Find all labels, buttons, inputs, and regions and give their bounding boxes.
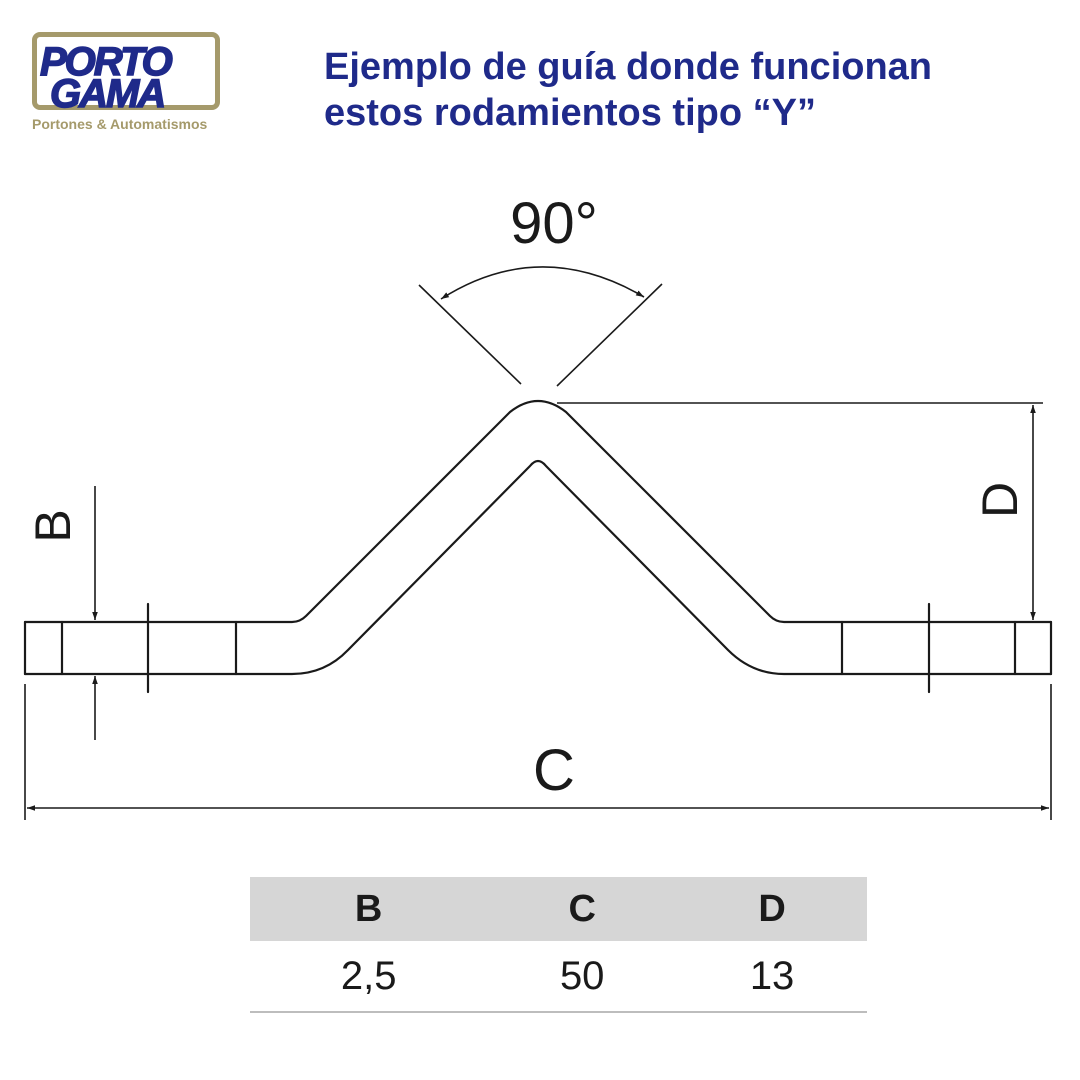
page-title: Ejemplo de guía donde funcionan estos ro…: [324, 44, 1064, 136]
title-line-1: Ejemplo de guía donde funcionan: [324, 46, 933, 88]
logo-tagline: Portones & Automatismos: [32, 116, 208, 132]
dimension-b-label: B: [25, 509, 81, 542]
logo-word-gama: GAMA: [49, 72, 167, 116]
profile-outer-outline: [23, 400, 1053, 624]
brand-logo: PORTO GAMA Portones & Automatismos: [24, 30, 230, 134]
angle-arc: [440, 266, 645, 300]
profile-inner-outline: [23, 459, 1053, 676]
table-value-c: 50: [487, 941, 678, 1013]
angle-extension-left: [418, 284, 522, 385]
table-header-b: B: [250, 877, 488, 941]
table-header-d: D: [677, 877, 867, 941]
table-header-c: C: [487, 877, 678, 941]
logo-word-porto: PORTO: [39, 40, 173, 84]
logo-frame: [32, 32, 220, 110]
dimension-c-label: C: [533, 738, 575, 803]
table-header-row: B C D: [250, 877, 867, 941]
angle-extension-right: [556, 283, 663, 387]
angle-label: 90°: [510, 191, 598, 256]
title-line-2: estos rodamientos tipo “Y”: [324, 92, 816, 134]
dimension-d-label: D: [972, 482, 1028, 518]
table-value-b: 2,5: [250, 941, 488, 1013]
table-row: 2,5 50 13: [250, 941, 867, 1013]
dimensions-table: B C D 2,5 50 13: [250, 877, 867, 1013]
table-value-d: 13: [677, 941, 867, 1013]
